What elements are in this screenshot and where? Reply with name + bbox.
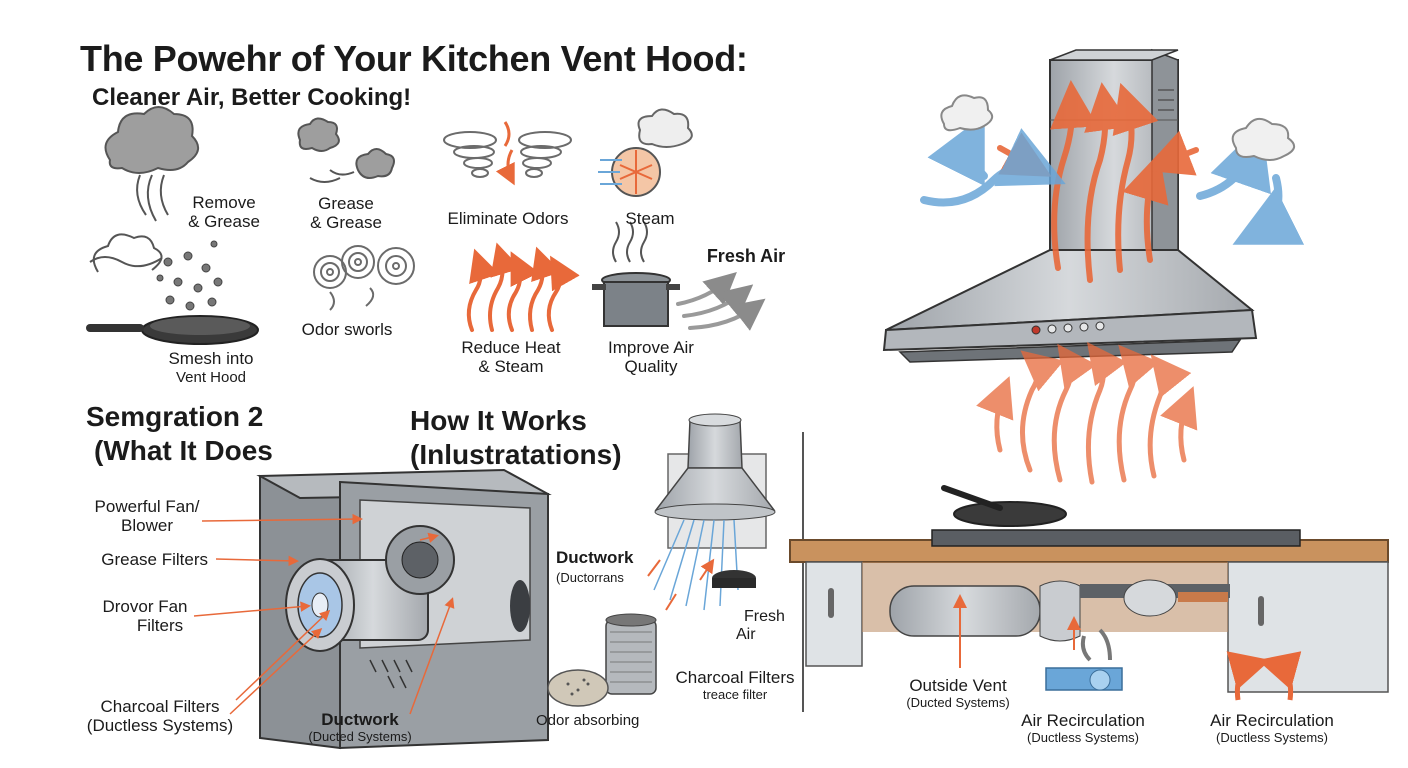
smoke-cloud-icon	[104, 106, 199, 222]
label-smesh: Smesh into Vent Hood	[152, 349, 270, 387]
label-odor-sworls: Odor sworls	[301, 320, 393, 339]
label-drovor-fan: Drovor Fan Filters	[92, 597, 198, 635]
label-fresh-air-how: Fresh Air	[736, 608, 785, 644]
label-fresh-air-how-line2: Air	[736, 626, 756, 643]
label-air-recirc-2-line2: (Ductless Systems)	[1216, 730, 1328, 745]
label-drovor-line1: Drovor Fan	[102, 597, 188, 616]
label-charcoal-how-line1: Charcoal Filters	[675, 668, 795, 687]
label-ductwork-line2: (Ducted Systems)	[308, 729, 412, 744]
odor-swirls-icon	[313, 245, 415, 311]
label-odor-absorbing: Odor absorbing	[536, 712, 640, 729]
label-outside-vent-line1: Outside Vent	[909, 676, 1007, 695]
label-fresh-air-how-line1: Fresh	[744, 608, 785, 625]
leader-lines	[193, 513, 455, 715]
label-steam: Steam	[625, 209, 675, 228]
label-charcoal-how-line2: treace filter	[702, 687, 768, 702]
steam-fan-icon	[598, 108, 693, 197]
label-grease-line2: & Grease	[310, 213, 382, 232]
label-reduce-line2: & Steam	[478, 357, 544, 376]
label-smesh-line2: Vent Hood	[175, 369, 247, 386]
label-improve-air: Improve Air Quality	[596, 338, 706, 376]
section2-heading-line1: Semgration 2	[86, 401, 264, 432]
page-title: The Powehr of Your Kitchen Vent Hood:	[80, 38, 748, 79]
wall-hood-illustration	[547, 413, 776, 707]
label-powerful-fan-line1: Powerful Fan/	[94, 497, 200, 516]
label-charcoal-how: Charcoal Filters treace filter	[670, 668, 800, 702]
label-grease-line1: Grease	[318, 194, 374, 213]
how-it-works-heading: How It Works (Inlustratations)	[410, 404, 622, 472]
fresh-air-arrows-icon	[676, 271, 766, 331]
label-air-recirculation-1: Air Recirculation (Ductless Systems)	[1016, 711, 1150, 745]
label-improve-line2: Quality	[624, 357, 678, 376]
label-eliminate-odors: Eliminate Odors	[447, 209, 569, 228]
how-it-works-line2: (Inlustratations)	[410, 439, 622, 470]
label-ductwork-how-line2: (Ductorrans	[556, 570, 624, 585]
label-remove-line1: Remove	[192, 193, 256, 212]
label-air-recirc-1-line2: (Ductless Systems)	[1027, 730, 1139, 745]
label-powerful-fan: Powerful Fan/ Blower	[92, 497, 202, 535]
heat-waves	[976, 341, 1198, 485]
section2-heading: Semgration 2 (What It Does	[86, 400, 273, 468]
section2-heading-line2: (What It Does	[94, 435, 273, 466]
cooking-pot-icon	[592, 221, 680, 327]
kitchen-arrows	[953, 594, 1302, 701]
label-smesh-line1: Smesh into	[168, 349, 254, 368]
label-air-recirculation-2: Air Recirculation (Ductless Systems)	[1202, 711, 1342, 745]
grease-cloud-icon	[297, 117, 395, 183]
label-reduce-heat: Reduce Heat & Steam	[452, 338, 570, 376]
label-air-recirc-1-line1: Air Recirculation	[1021, 711, 1145, 730]
steam-cloud-icon	[940, 94, 1295, 161]
label-outside-vent: Outside Vent (Ducted Systems)	[896, 676, 1020, 710]
odor-swirl-icon	[443, 121, 572, 180]
label-charcoal-line1: Charcoal Filters	[100, 697, 220, 716]
label-remove: Remove & Grease	[186, 193, 262, 231]
label-drovor-line2: Filters	[136, 616, 184, 635]
heat-arrows-icon	[466, 242, 580, 332]
label-charcoal-filters: Charcoal Filters (Ductless Systems)	[80, 697, 240, 735]
label-ductwork: Ductwork (Ducted Systems)	[300, 710, 420, 744]
label-air-recirc-2-line1: Air Recirculation	[1210, 711, 1334, 730]
page-subtitle: Cleaner Air, Better Cooking!	[92, 84, 412, 111]
frying-pan-icon	[86, 233, 259, 345]
kitchen-counter	[789, 432, 1389, 712]
label-powerful-fan-line2: Blower	[121, 516, 173, 535]
label-ductwork-how: Ductwork (Ductorrans	[556, 548, 633, 588]
label-grease: Grease & Grease	[308, 194, 384, 232]
label-outside-vent-line2: (Ducted Systems)	[906, 695, 1010, 710]
how-it-works-line1: How It Works	[410, 405, 587, 436]
label-remove-line2: & Grease	[188, 212, 260, 231]
label-grease-filters: Grease Filters	[101, 550, 208, 569]
label-improve-line1: Improve Air	[608, 338, 694, 357]
label-ductwork-how-line1: Ductwork	[556, 548, 634, 567]
fan-box-cutaway	[256, 468, 552, 750]
label-reduce-line1: Reduce Heat	[461, 338, 561, 357]
label-fresh-air: Fresh Air	[706, 246, 786, 266]
label-charcoal-line2: (Ductless Systems)	[86, 716, 234, 735]
label-ductwork-line1: Ductwork	[321, 710, 399, 729]
